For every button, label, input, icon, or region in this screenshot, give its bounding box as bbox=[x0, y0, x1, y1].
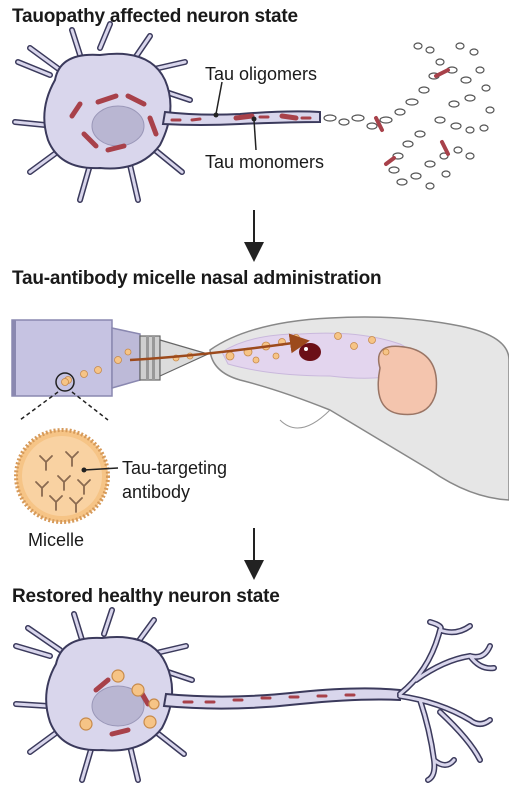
healthy-neuron bbox=[13, 607, 497, 783]
panel-title-administration: Tau-antibody micelle nasal administratio… bbox=[12, 268, 382, 289]
label-micelle: Micelle bbox=[28, 530, 85, 550]
panel-title-restored: Restored healthy neuron state bbox=[12, 586, 280, 607]
label-antibody-line2: antibody bbox=[122, 482, 191, 502]
affected-neuron bbox=[12, 21, 495, 203]
label-tau-oligomers: Tau oligomers bbox=[205, 64, 318, 84]
label-antibody-line1: Tau-targeting bbox=[122, 458, 228, 478]
micelle bbox=[14, 428, 110, 524]
administration-scene bbox=[11, 316, 509, 524]
panel-title-tauopathy: Tauopathy affected neuron state bbox=[12, 6, 298, 27]
label-tau-monomers: Tau monomers bbox=[205, 152, 325, 172]
